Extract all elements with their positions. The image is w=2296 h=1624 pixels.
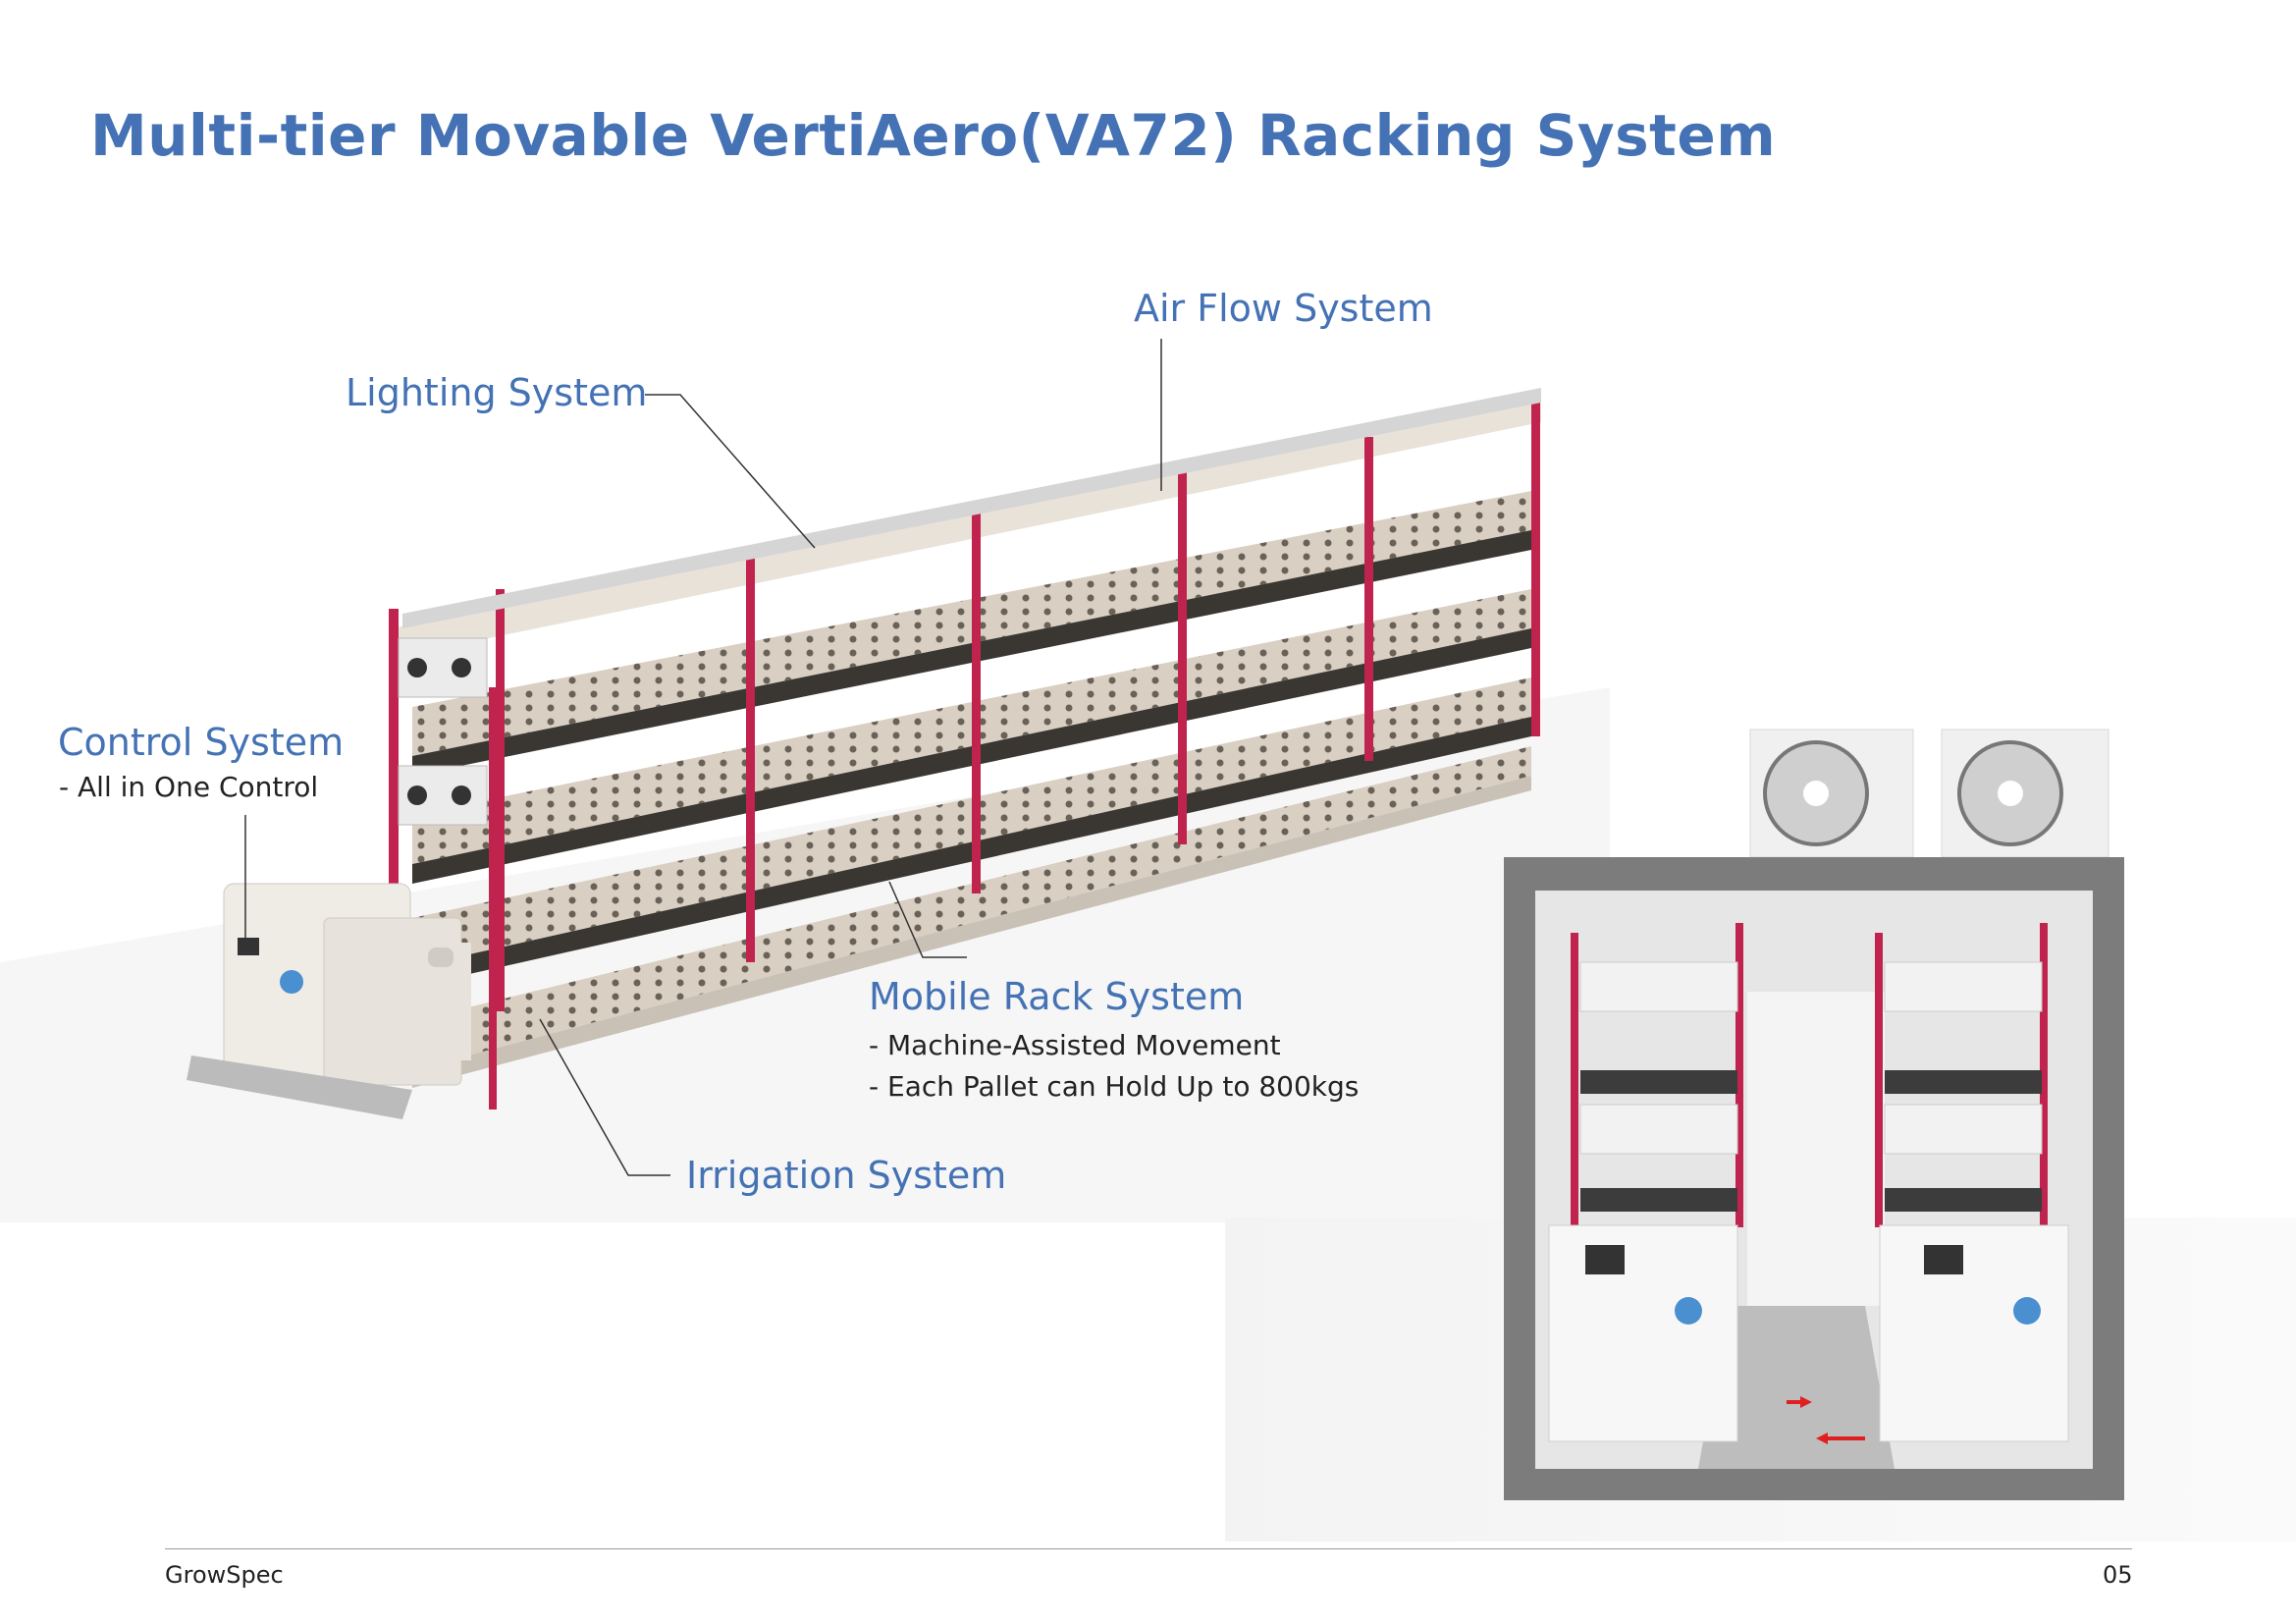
lighting-system-label: Lighting System: [346, 371, 648, 414]
page-number: 05: [2103, 1561, 2133, 1589]
mobile-rack-subtext-2: - Each Pallet can Hold Up to 800kgs: [869, 1070, 1360, 1103]
mobile-rack-system-label: Mobile Rack System: [869, 975, 1245, 1018]
direction-arrow-icon: [1787, 1396, 1865, 1444]
fan-unit-icon: [1749, 729, 2109, 858]
page-title: Multi-tier Movable VertiAero(VA72) Racki…: [90, 102, 1777, 169]
rack-structure: [389, 388, 1541, 1110]
control-system-label: Control System: [58, 721, 345, 764]
footer-brand: GrowSpec: [165, 1561, 284, 1589]
control-system-subtext: - All in One Control: [59, 771, 319, 803]
mobile-rack-subtext-1: - Machine-Assisted Movement: [869, 1029, 1281, 1061]
air-flow-system-label: Air Flow System: [1134, 287, 1433, 330]
footer-divider: [165, 1548, 2132, 1549]
irrigation-system-label: Irrigation System: [686, 1154, 1007, 1197]
control-unit-icon: [187, 883, 471, 1119]
